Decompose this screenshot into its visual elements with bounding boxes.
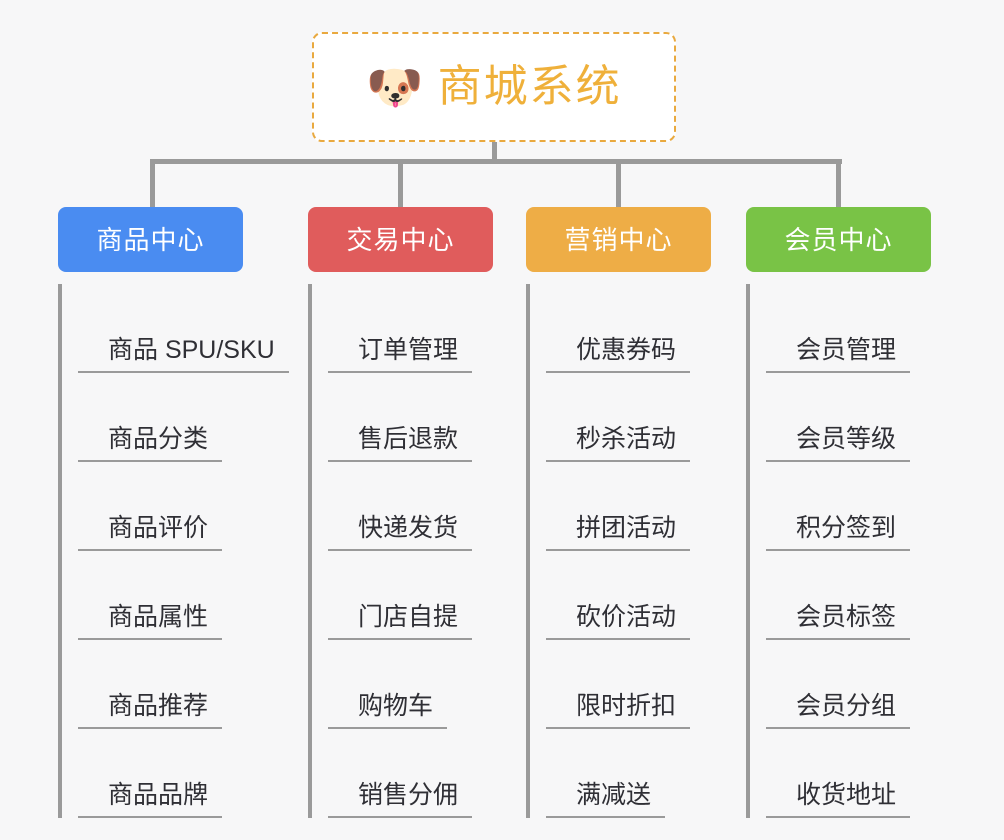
- list-item-label: 会员分组: [766, 692, 911, 729]
- list-item[interactable]: 积分签到: [766, 462, 911, 551]
- branch-items-3: 优惠券码 秒杀活动 拼团活动 砍价活动 限时折扣 满减送: [526, 284, 691, 818]
- list-item[interactable]: 收货地址: [766, 729, 911, 818]
- branch-header-3[interactable]: 营销中心: [526, 207, 711, 272]
- branch-header-1[interactable]: 商品中心: [58, 207, 243, 272]
- connector-drop-3: [616, 159, 621, 207]
- branch-column-3: 营销中心 优惠券码 秒杀活动 拼团活动 砍价活动 限时折扣 满减送: [526, 207, 744, 818]
- branch-header-4[interactable]: 会员中心: [746, 207, 931, 272]
- root-title: 商城系统: [437, 62, 622, 111]
- connector-drop-4: [836, 159, 841, 207]
- list-item[interactable]: 门店自提: [328, 551, 473, 640]
- list-item[interactable]: 商品评价: [78, 462, 289, 551]
- list-item[interactable]: 购物车: [328, 640, 472, 729]
- list-item[interactable]: 会员管理: [766, 284, 911, 373]
- connector-drop-2: [398, 159, 403, 207]
- list-item-label: 购物车: [328, 692, 448, 729]
- list-item-label: 快递发货: [328, 514, 473, 551]
- list-item[interactable]: 砍价活动: [546, 551, 691, 640]
- branch-column-4: 会员中心 会员管理 会员等级 积分签到 会员标签 会员分组 收货地址: [746, 207, 964, 818]
- list-item[interactable]: 优惠券码: [546, 284, 691, 373]
- list-item-label: 售后退款: [328, 425, 473, 462]
- list-item-label: 商品 SPU/SKU: [78, 336, 289, 373]
- list-item-label: 订单管理: [328, 336, 473, 373]
- list-item-label: 优惠券码: [546, 336, 691, 373]
- list-item[interactable]: 秒杀活动: [546, 373, 691, 462]
- list-item-label: 会员标签: [766, 603, 911, 640]
- list-item[interactable]: 销售分佣: [328, 729, 473, 818]
- list-item-label: 商品品牌: [78, 781, 223, 818]
- branch-header-2[interactable]: 交易中心: [308, 207, 493, 272]
- branch-column-2: 交易中心 订单管理 售后退款 快递发货 门店自提 购物车 销售分佣: [308, 207, 526, 818]
- list-item[interactable]: 商品品牌: [78, 729, 289, 818]
- list-item-label: 门店自提: [328, 603, 473, 640]
- list-item-label: 会员等级: [766, 425, 911, 462]
- connector-horizontal-bus: [150, 159, 842, 164]
- list-item[interactable]: 快递发货: [328, 462, 473, 551]
- list-item-label: 商品属性: [78, 603, 223, 640]
- connector-drop-1: [150, 159, 155, 207]
- list-item-label: 商品分类: [78, 425, 223, 462]
- list-item[interactable]: 订单管理: [328, 284, 473, 373]
- shiba-dog-face-icon: 🐶: [366, 61, 424, 113]
- list-item[interactable]: 商品属性: [78, 551, 289, 640]
- list-item-label: 收货地址: [766, 781, 911, 818]
- list-item[interactable]: 售后退款: [328, 373, 473, 462]
- connector-root-vertical: [492, 142, 497, 164]
- list-item[interactable]: 会员分组: [766, 640, 911, 729]
- list-item[interactable]: 拼团活动: [546, 462, 691, 551]
- list-item-label: 拼团活动: [546, 514, 691, 551]
- list-item-label: 销售分佣: [328, 781, 473, 818]
- list-item-label: 满减送: [546, 781, 666, 818]
- branch-items-4: 会员管理 会员等级 积分签到 会员标签 会员分组 收货地址: [746, 284, 911, 818]
- root-node[interactable]: 🐶 商城系统: [312, 32, 676, 142]
- branch-items-1: 商品 SPU/SKU 商品分类 商品评价 商品属性 商品推荐 商品品牌: [58, 284, 289, 818]
- list-item[interactable]: 商品推荐: [78, 640, 289, 729]
- list-item-label: 会员管理: [766, 336, 911, 373]
- list-item[interactable]: 会员等级: [766, 373, 911, 462]
- list-item[interactable]: 商品分类: [78, 373, 289, 462]
- list-item-label: 限时折扣: [546, 692, 691, 729]
- list-item-label: 商品推荐: [78, 692, 223, 729]
- list-item-label: 秒杀活动: [546, 425, 691, 462]
- list-item-label: 砍价活动: [546, 603, 691, 640]
- list-item-label: 积分签到: [766, 514, 911, 551]
- list-item[interactable]: 商品 SPU/SKU: [78, 284, 289, 373]
- list-item[interactable]: 会员标签: [766, 551, 911, 640]
- list-item-label: 商品评价: [78, 514, 223, 551]
- list-item[interactable]: 满减送: [546, 729, 690, 818]
- list-item[interactable]: 限时折扣: [546, 640, 691, 729]
- branch-items-2: 订单管理 售后退款 快递发货 门店自提 购物车 销售分佣: [308, 284, 473, 818]
- branch-column-1: 商品中心 商品 SPU/SKU 商品分类 商品评价 商品属性 商品推荐 商品品牌: [58, 207, 308, 818]
